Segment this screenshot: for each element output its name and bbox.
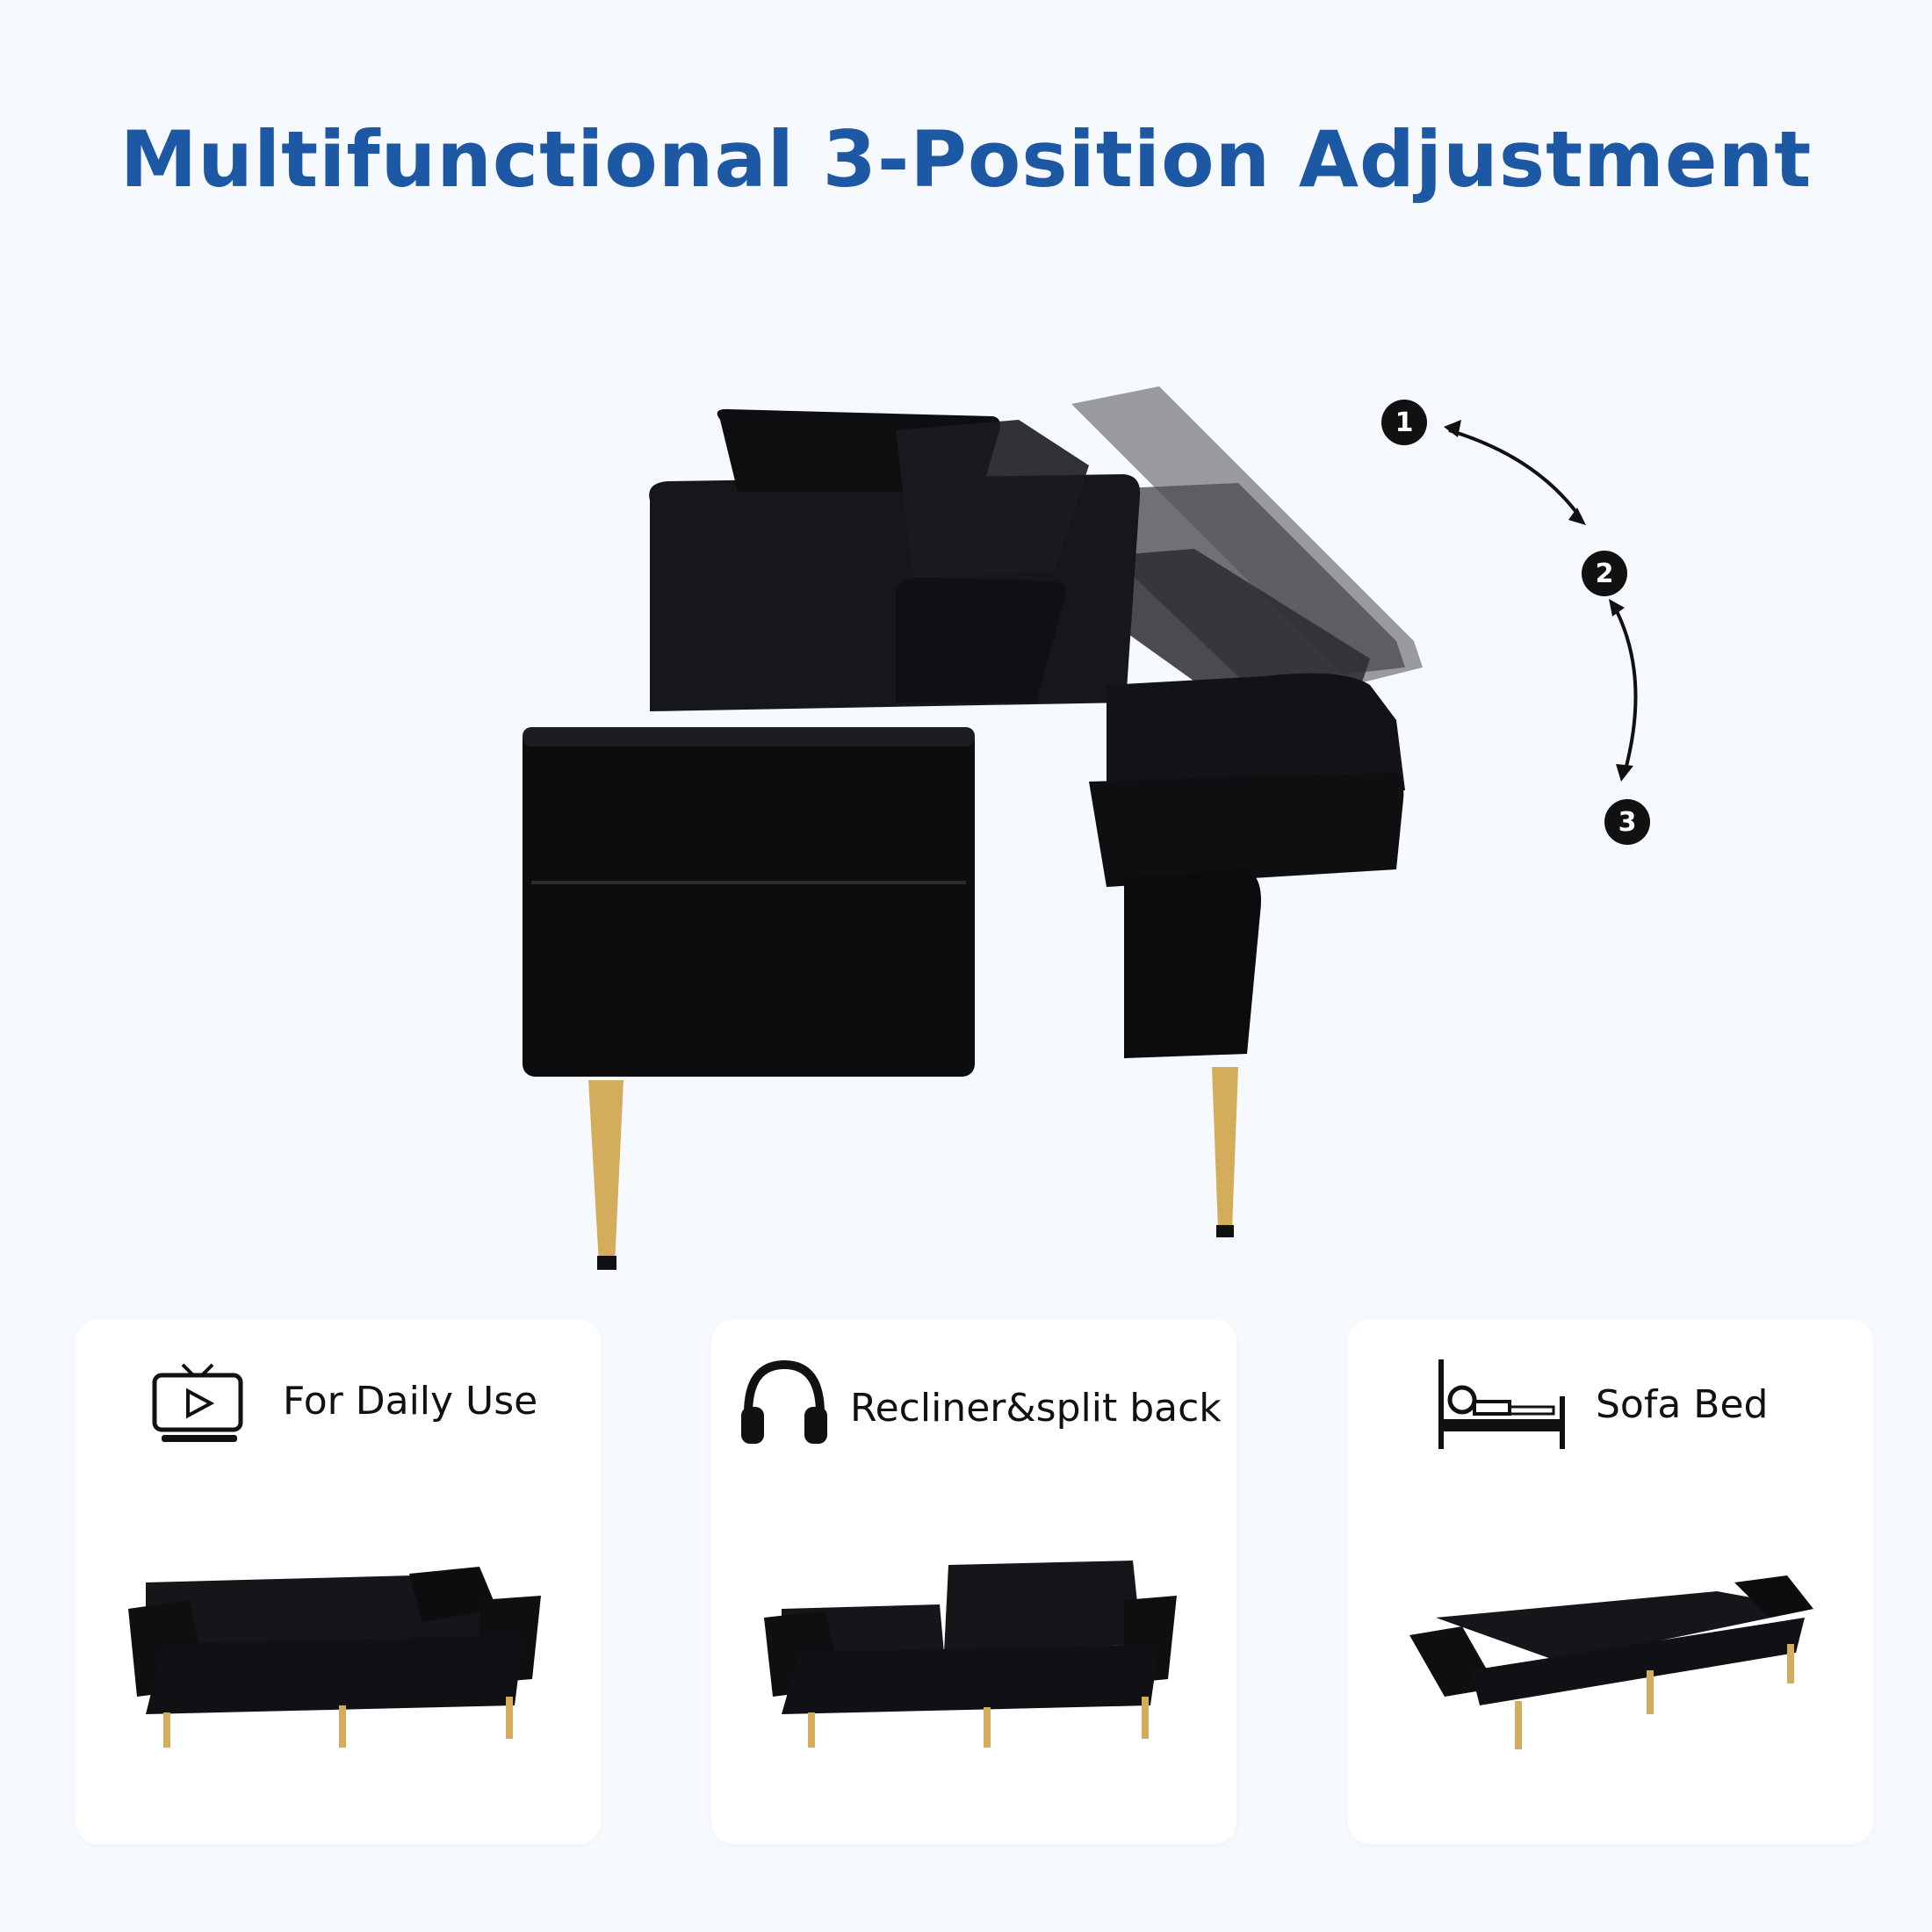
sofa-bed-image xyxy=(1409,1575,1813,1749)
sofa-side-view-image xyxy=(523,386,1423,1270)
tv-icon xyxy=(152,1363,243,1442)
position-marker-2: 2 xyxy=(1582,551,1627,596)
position-marker-3: 3 xyxy=(1604,799,1650,845)
card-label-recliner: Recliner&split back xyxy=(850,1386,1222,1431)
card-sofa-bed: Sofa Bed xyxy=(1348,1319,1873,1844)
headphones-icon xyxy=(741,1359,827,1444)
bed-icon xyxy=(1438,1359,1565,1449)
card-label-daily-use: For Daily Use xyxy=(283,1379,538,1424)
card-recliner: Recliner&split back xyxy=(711,1319,1236,1844)
card-daily-use: For Daily Use xyxy=(76,1319,601,1844)
sofa-recliner-image xyxy=(764,1561,1177,1748)
position-indicator xyxy=(1444,420,1638,782)
sofa-daily-use-image xyxy=(128,1567,541,1748)
position-marker-1: 1 xyxy=(1381,400,1427,445)
page-title: Multifunctional 3-Position Adjustment xyxy=(119,114,1813,205)
card-label-sofa-bed: Sofa Bed xyxy=(1596,1382,1769,1427)
